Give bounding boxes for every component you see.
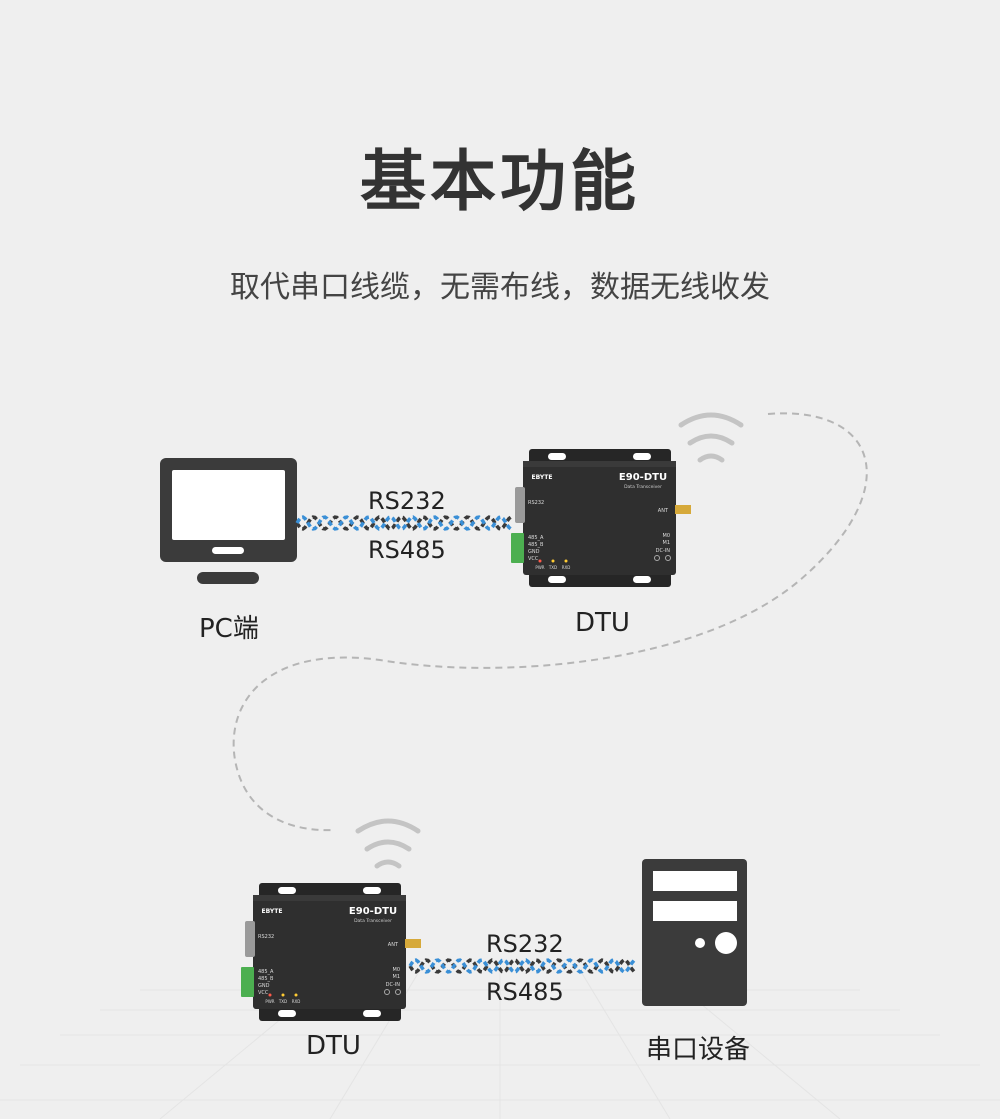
svg-text:M0: M0	[663, 533, 671, 539]
page-title: 基本功能	[360, 143, 640, 220]
serial-device-label: 串口设备	[646, 1035, 751, 1065]
twisted-cable-top	[295, 515, 514, 531]
svg-text:RS232: RS232	[528, 500, 544, 506]
signal-icon	[678, 412, 744, 463]
svg-text:GND: GND	[528, 549, 540, 555]
svg-text:RXD: RXD	[562, 565, 571, 570]
cable-label-rs232: RS232	[486, 930, 564, 958]
svg-text:E90-DTU: E90-DTU	[619, 472, 667, 483]
svg-text:RS232: RS232	[258, 934, 274, 940]
svg-text:M0: M0	[393, 967, 401, 973]
svg-text:M1: M1	[393, 974, 401, 980]
svg-text:ANT: ANT	[658, 508, 669, 514]
svg-text:VCC: VCC	[258, 990, 269, 996]
svg-text:485_A: 485_A	[528, 535, 544, 541]
svg-text:VCC: VCC	[528, 556, 539, 562]
svg-text:E90-DTU: E90-DTU	[349, 906, 397, 917]
svg-text:Data Transceiver: Data Transceiver	[624, 484, 662, 490]
wireless-path	[232, 412, 868, 832]
svg-text:DC-IN: DC-IN	[656, 548, 671, 554]
svg-text:RXD: RXD	[292, 999, 301, 1004]
svg-text:485_B: 485_B	[258, 976, 274, 982]
cable-label-rs485: RS485	[368, 536, 446, 564]
svg-text:TXD: TXD	[548, 565, 557, 570]
svg-text:PWR: PWR	[265, 999, 274, 1004]
dtu-label: DTU	[575, 608, 630, 638]
svg-text:GND: GND	[258, 983, 270, 989]
svg-text:DC-IN: DC-IN	[386, 982, 401, 988]
cable-label-rs232: RS232	[368, 487, 446, 515]
svg-text:ANT: ANT	[388, 942, 399, 948]
monitor-icon	[160, 458, 297, 584]
twisted-cable-bottom	[408, 958, 636, 974]
signal-icon	[355, 818, 421, 869]
cable-label-rs485: RS485	[486, 978, 564, 1006]
svg-text:Data Transceiver: Data Transceiver	[354, 918, 392, 924]
svg-text:EBYTE: EBYTE	[262, 908, 283, 915]
svg-text:PWR: PWR	[535, 565, 544, 570]
svg-text:485_A: 485_A	[258, 969, 274, 975]
svg-text:M1: M1	[663, 540, 671, 546]
svg-text:485_B: 485_B	[528, 542, 544, 548]
page-subtitle: 取代串口线缆，无需布线，数据无线收发	[230, 270, 770, 305]
dtu-label: DTU	[306, 1031, 361, 1061]
svg-text:TXD: TXD	[278, 999, 287, 1004]
serial-device-icon	[642, 859, 747, 1006]
svg-text:EBYTE: EBYTE	[532, 474, 553, 481]
pc-label: PC端	[199, 614, 259, 644]
